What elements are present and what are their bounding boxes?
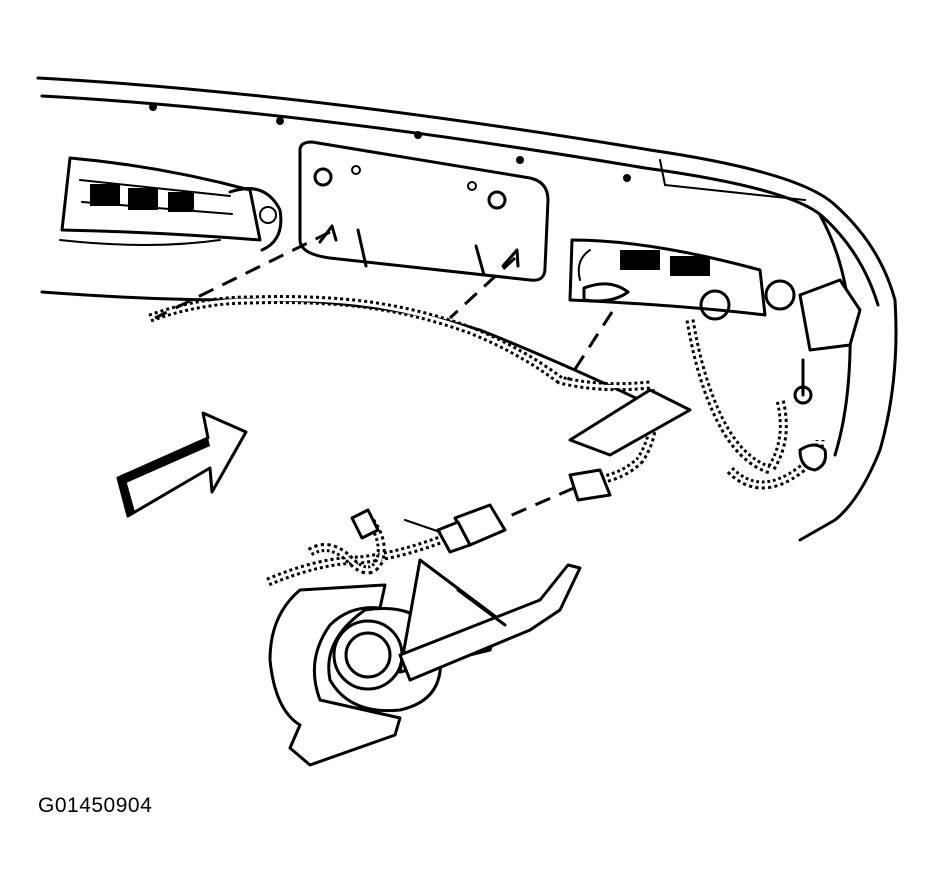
figure-code: G01450904 (38, 794, 153, 817)
alignment-lines (154, 230, 614, 520)
mounting-hardware (568, 278, 862, 502)
wire-harness-upper (148, 295, 651, 392)
direction-arrow (116, 411, 248, 518)
horn (268, 558, 582, 767)
right-fog-lamp (568, 238, 767, 317)
left-fog-lamp (60, 156, 283, 252)
license-plate-bracket (298, 140, 550, 282)
horn-connector (266, 503, 507, 587)
bracket-arrows (318, 224, 520, 268)
